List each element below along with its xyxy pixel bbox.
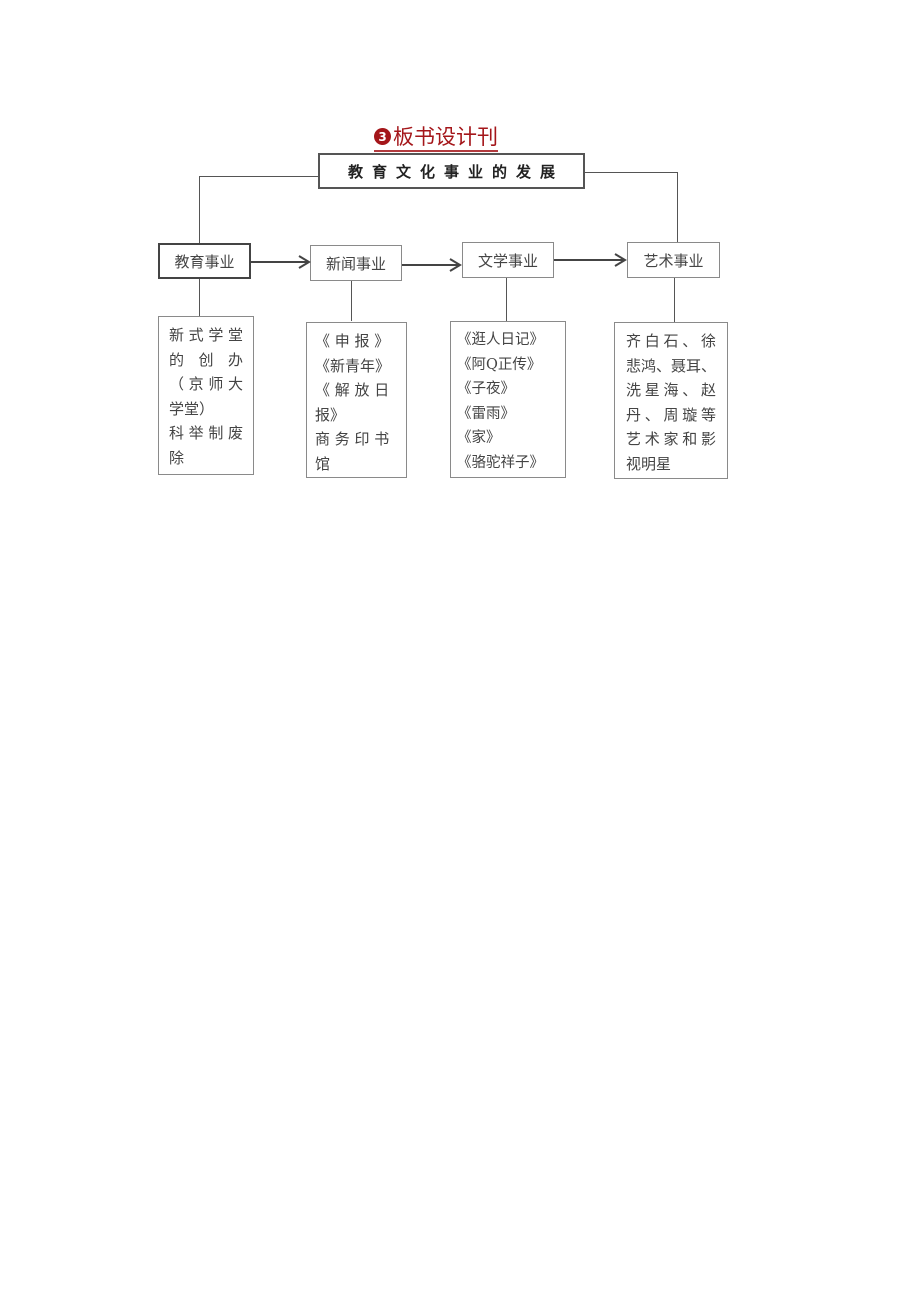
- detail-line: 《阿Q正传》: [457, 356, 542, 373]
- detail-line: 《 解 放 日: [315, 381, 390, 399]
- connector-title-left-down: [199, 176, 200, 244]
- detail-line: 《子夜》: [457, 381, 515, 397]
- detail-line: 丹、周璇等: [626, 405, 716, 424]
- detail-line: 艺术家和影: [626, 430, 716, 448]
- connector-literature-details: [506, 278, 507, 322]
- detail-line: 的 创 办: [169, 350, 243, 369]
- detail-line: 除: [169, 448, 185, 467]
- detail-line: 《雷雨》: [457, 405, 515, 422]
- connector-art-details: [674, 278, 675, 323]
- detail-line: （京师大: [169, 375, 243, 393]
- detail-line: 馆: [315, 454, 331, 473]
- arrow-right-icon: [554, 253, 627, 267]
- arrow-right-icon: [402, 258, 462, 272]
- connector-title-right: [584, 172, 678, 173]
- connector-title-left: [199, 176, 319, 177]
- category-label: 艺术事业: [643, 251, 704, 270]
- category-label: 新闻事业: [325, 254, 386, 273]
- detail-line: 商 务 印 书: [315, 430, 390, 448]
- heading-text: 板书设计刊: [393, 124, 498, 149]
- detail-line: 科举制废: [169, 424, 243, 442]
- detail-line: 报》: [315, 405, 346, 424]
- category-label: 教育事业: [174, 252, 235, 271]
- detail-line: 悲鸿、聂耳、: [626, 356, 717, 375]
- number-badge: 3: [374, 128, 391, 145]
- diagram-title-box: 教育文化事业的发展: [318, 153, 585, 189]
- detail-line: 齐白石、徐: [626, 332, 716, 350]
- detail-line: 新式学堂: [169, 326, 243, 344]
- detail-line: 《 申 报 》: [315, 332, 390, 350]
- detail-line: 视明星: [626, 454, 672, 473]
- connector-news-details: [351, 281, 352, 321]
- section-heading: 3 板书设计刊: [374, 124, 498, 152]
- category-box-art: 艺术事业: [627, 242, 720, 278]
- category-box-news: 新闻事业: [310, 245, 402, 281]
- category-label: 文学事业: [477, 251, 538, 270]
- details-box-art: 齐白石、徐 悲鸿、聂耳、 洗星海、赵 丹、周璇等 艺术家和影 视明星: [614, 322, 728, 479]
- category-box-literature: 文学事业: [462, 242, 554, 278]
- details-box-literature: 《逛人日记》 《阿Q正传》 《子夜》 《雷雨》 《家》 《骆驼祥子》: [450, 321, 566, 478]
- arrow-right-icon: [251, 255, 311, 269]
- connector-education-details: [199, 279, 200, 317]
- diagram-title: 教育文化事业的发展: [347, 162, 564, 181]
- detail-line: 学堂）: [169, 399, 215, 418]
- category-box-education: 教育事业: [158, 243, 251, 279]
- detail-line: 《骆驼祥子》: [457, 454, 544, 471]
- connector-title-right-down: [677, 172, 678, 243]
- details-box-news: 《 申 报 》 《新青年》 《 解 放 日 报》 商 务 印 书 馆: [306, 322, 407, 478]
- detail-line: 《家》: [457, 430, 501, 446]
- detail-line: 《新青年》: [315, 356, 391, 375]
- details-box-education: 新式学堂 的 创 办 （京师大 学堂） 科举制废 除: [158, 316, 254, 475]
- detail-line: 洗星海、赵: [626, 381, 716, 399]
- detail-line: 《逛人日记》: [457, 332, 544, 348]
